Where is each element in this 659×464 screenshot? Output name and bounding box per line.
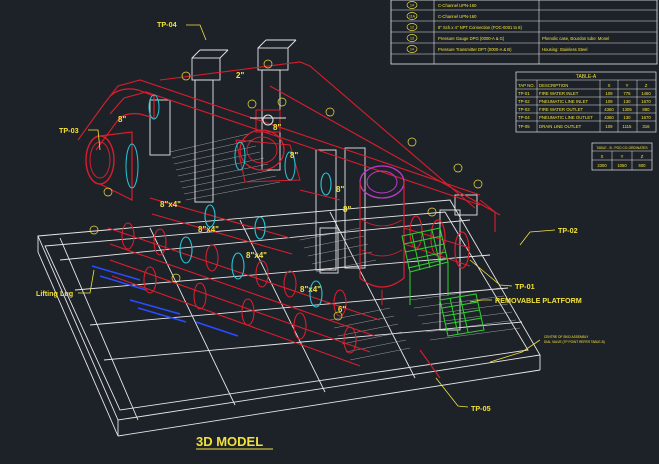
table-a-r0c2: 109 xyxy=(605,91,613,96)
table-b-h2: Z xyxy=(641,154,644,159)
drawing-title: 3D MODEL xyxy=(196,434,263,449)
main-valve-assembly xyxy=(234,109,301,183)
table-a-r3c3: 130 xyxy=(623,115,631,120)
bom-no-1: 14 xyxy=(410,4,414,8)
tp03-outlet-elbow xyxy=(85,88,160,201)
bom-desc-3: 8" Sch.x 4" NPT Connection (FOC-0001 to … xyxy=(438,25,522,30)
size-label-8-e: 8" xyxy=(273,123,281,132)
table-a-r1c3: 130 xyxy=(623,99,631,104)
table-a-r0c0: TP-01 xyxy=(518,91,530,96)
table-b-v2: 600 xyxy=(639,163,647,168)
tap-point-tp01: TP-01 xyxy=(515,282,535,291)
tap-point-tp04: TP-04 xyxy=(157,20,177,29)
table-a-r0c1: FIRE WATER INLET xyxy=(539,91,579,96)
removable-platform-label: REMOVABLE PLATFORM xyxy=(495,296,582,305)
cog-note-line2: DIAL VALVE (TP POINT REFER TABLE-B) xyxy=(544,340,605,344)
table-a: TABLE-A TAP NO. DESCRIPTION X Y Z TP-01 … xyxy=(515,71,657,133)
table-a-h2: X xyxy=(608,83,611,88)
table-a-r1c4: 1670 xyxy=(641,99,651,104)
table-a-r3c2: 4360 xyxy=(604,115,614,120)
size-label-8x4-b: 8"x4" xyxy=(198,225,219,234)
size-label-8-b: 8" xyxy=(290,151,298,160)
steel-columns xyxy=(149,39,478,331)
table-a-r4c0: TP-05 xyxy=(518,124,530,129)
bom-no-3: 12 xyxy=(410,26,414,30)
tap-point-tp03: TP-03 xyxy=(59,126,79,135)
floor-grating xyxy=(169,133,521,361)
table-b: TABLE - B : POD CO-ORDINATES X Y Z 2300 … xyxy=(591,142,653,171)
piping-manifold-lower xyxy=(107,189,441,379)
size-label-8-c: 8" xyxy=(336,185,344,194)
tap-point-tp05: TP-05 xyxy=(471,404,491,413)
table-a-r4c2: 109 xyxy=(605,124,613,129)
tap-point-tp02: TP-02 xyxy=(558,226,578,235)
bom-desc-5: Pressure Transmitter DPT (0000-A & B) xyxy=(438,47,512,52)
table-b-v0: 2300 xyxy=(597,163,607,168)
table-a-r2c0: TP-03 xyxy=(518,107,530,112)
size-label-8-d: 8" xyxy=(343,205,351,214)
manifold-flanges xyxy=(121,172,357,354)
table-a-r2c4: 880 xyxy=(642,107,650,112)
table-a-r1c2: 109 xyxy=(605,99,613,104)
bom-desc-1: C-Channel UPN-160 xyxy=(438,3,477,8)
table-b-h1: Y xyxy=(621,154,624,159)
piping-header-upper xyxy=(77,61,501,232)
size-label-8-a: 8" xyxy=(118,115,126,124)
strainer-vessel xyxy=(359,165,471,305)
bom-mat-5: Housing: Stainless Steel xyxy=(542,47,587,52)
table-a-r3c1: PNEUMATIC LINE OUTLET xyxy=(539,115,593,120)
table-a-r4c1: DRAIN LINE OUTLET xyxy=(539,124,582,129)
table-a-r2c2: 4360 xyxy=(604,107,614,112)
cog-note-line1: CENTRE OF SKID ASSEMBLY xyxy=(544,335,589,339)
table-b-v1: 1050 xyxy=(617,163,627,168)
callout-balloons xyxy=(89,59,483,321)
table-a-title: TABLE-A xyxy=(576,74,597,80)
bom-desc-4: Pressure Gauge DPG (0000-A & G) xyxy=(438,36,505,41)
table-a-r3c0: TP-04 xyxy=(518,115,530,120)
size-label-8x4-d: 8"x4" xyxy=(300,285,321,294)
table-b-h0: X xyxy=(601,154,604,159)
tap-point-leaders xyxy=(78,24,556,408)
removable-platform xyxy=(401,227,485,337)
size-label-8x4-a: 8"x4" xyxy=(160,200,181,209)
size-label-8x4-c: 8"x4" xyxy=(246,251,267,260)
table-a-h3: Y xyxy=(626,83,629,88)
bom-mat-4: Phenolic case, Bourdon tube: Monel xyxy=(542,36,609,41)
bom-no-5: 14 xyxy=(410,48,414,52)
bom-no-4: 13 xyxy=(410,37,414,41)
table-a-r0c4: 1460 xyxy=(641,91,651,96)
table-b-title: TABLE - B : POD CO-ORDINATES xyxy=(596,146,648,150)
lifting-lug-label: Lifting Lug xyxy=(36,289,73,298)
table-a-h1: DESCRIPTION xyxy=(539,83,568,88)
table-a-r2c3: 1305 xyxy=(622,107,632,112)
table-a-r2c1: FIRE WATER OUTLET xyxy=(539,107,584,112)
bom-desc-2: C-Channel UPN-160 xyxy=(438,14,477,19)
size-label-2: 2" xyxy=(236,71,244,80)
table-a-h4: Z xyxy=(645,83,648,88)
table-a-r0c3: 775 xyxy=(623,91,631,96)
table-a-r1c0: TP-02 xyxy=(518,99,530,104)
bom-no-2: 11A xyxy=(409,15,416,19)
bill-of-materials-table: 14 11A 12 13 14 C-Channel UPN-160 C-Chan… xyxy=(390,0,658,65)
table-a-r3c4: 1670 xyxy=(641,115,651,120)
blue-hoses xyxy=(91,265,239,337)
table-a-r1c1: PNEUMATIC LINE INLET xyxy=(539,99,588,104)
table-a-h0: TAP NO. xyxy=(518,83,535,88)
table-a-r4c4: 316 xyxy=(642,124,650,129)
table-a-r4c3: 1115 xyxy=(623,124,633,129)
size-label-6: 6" xyxy=(338,305,346,314)
skid-base-frame xyxy=(37,199,541,437)
